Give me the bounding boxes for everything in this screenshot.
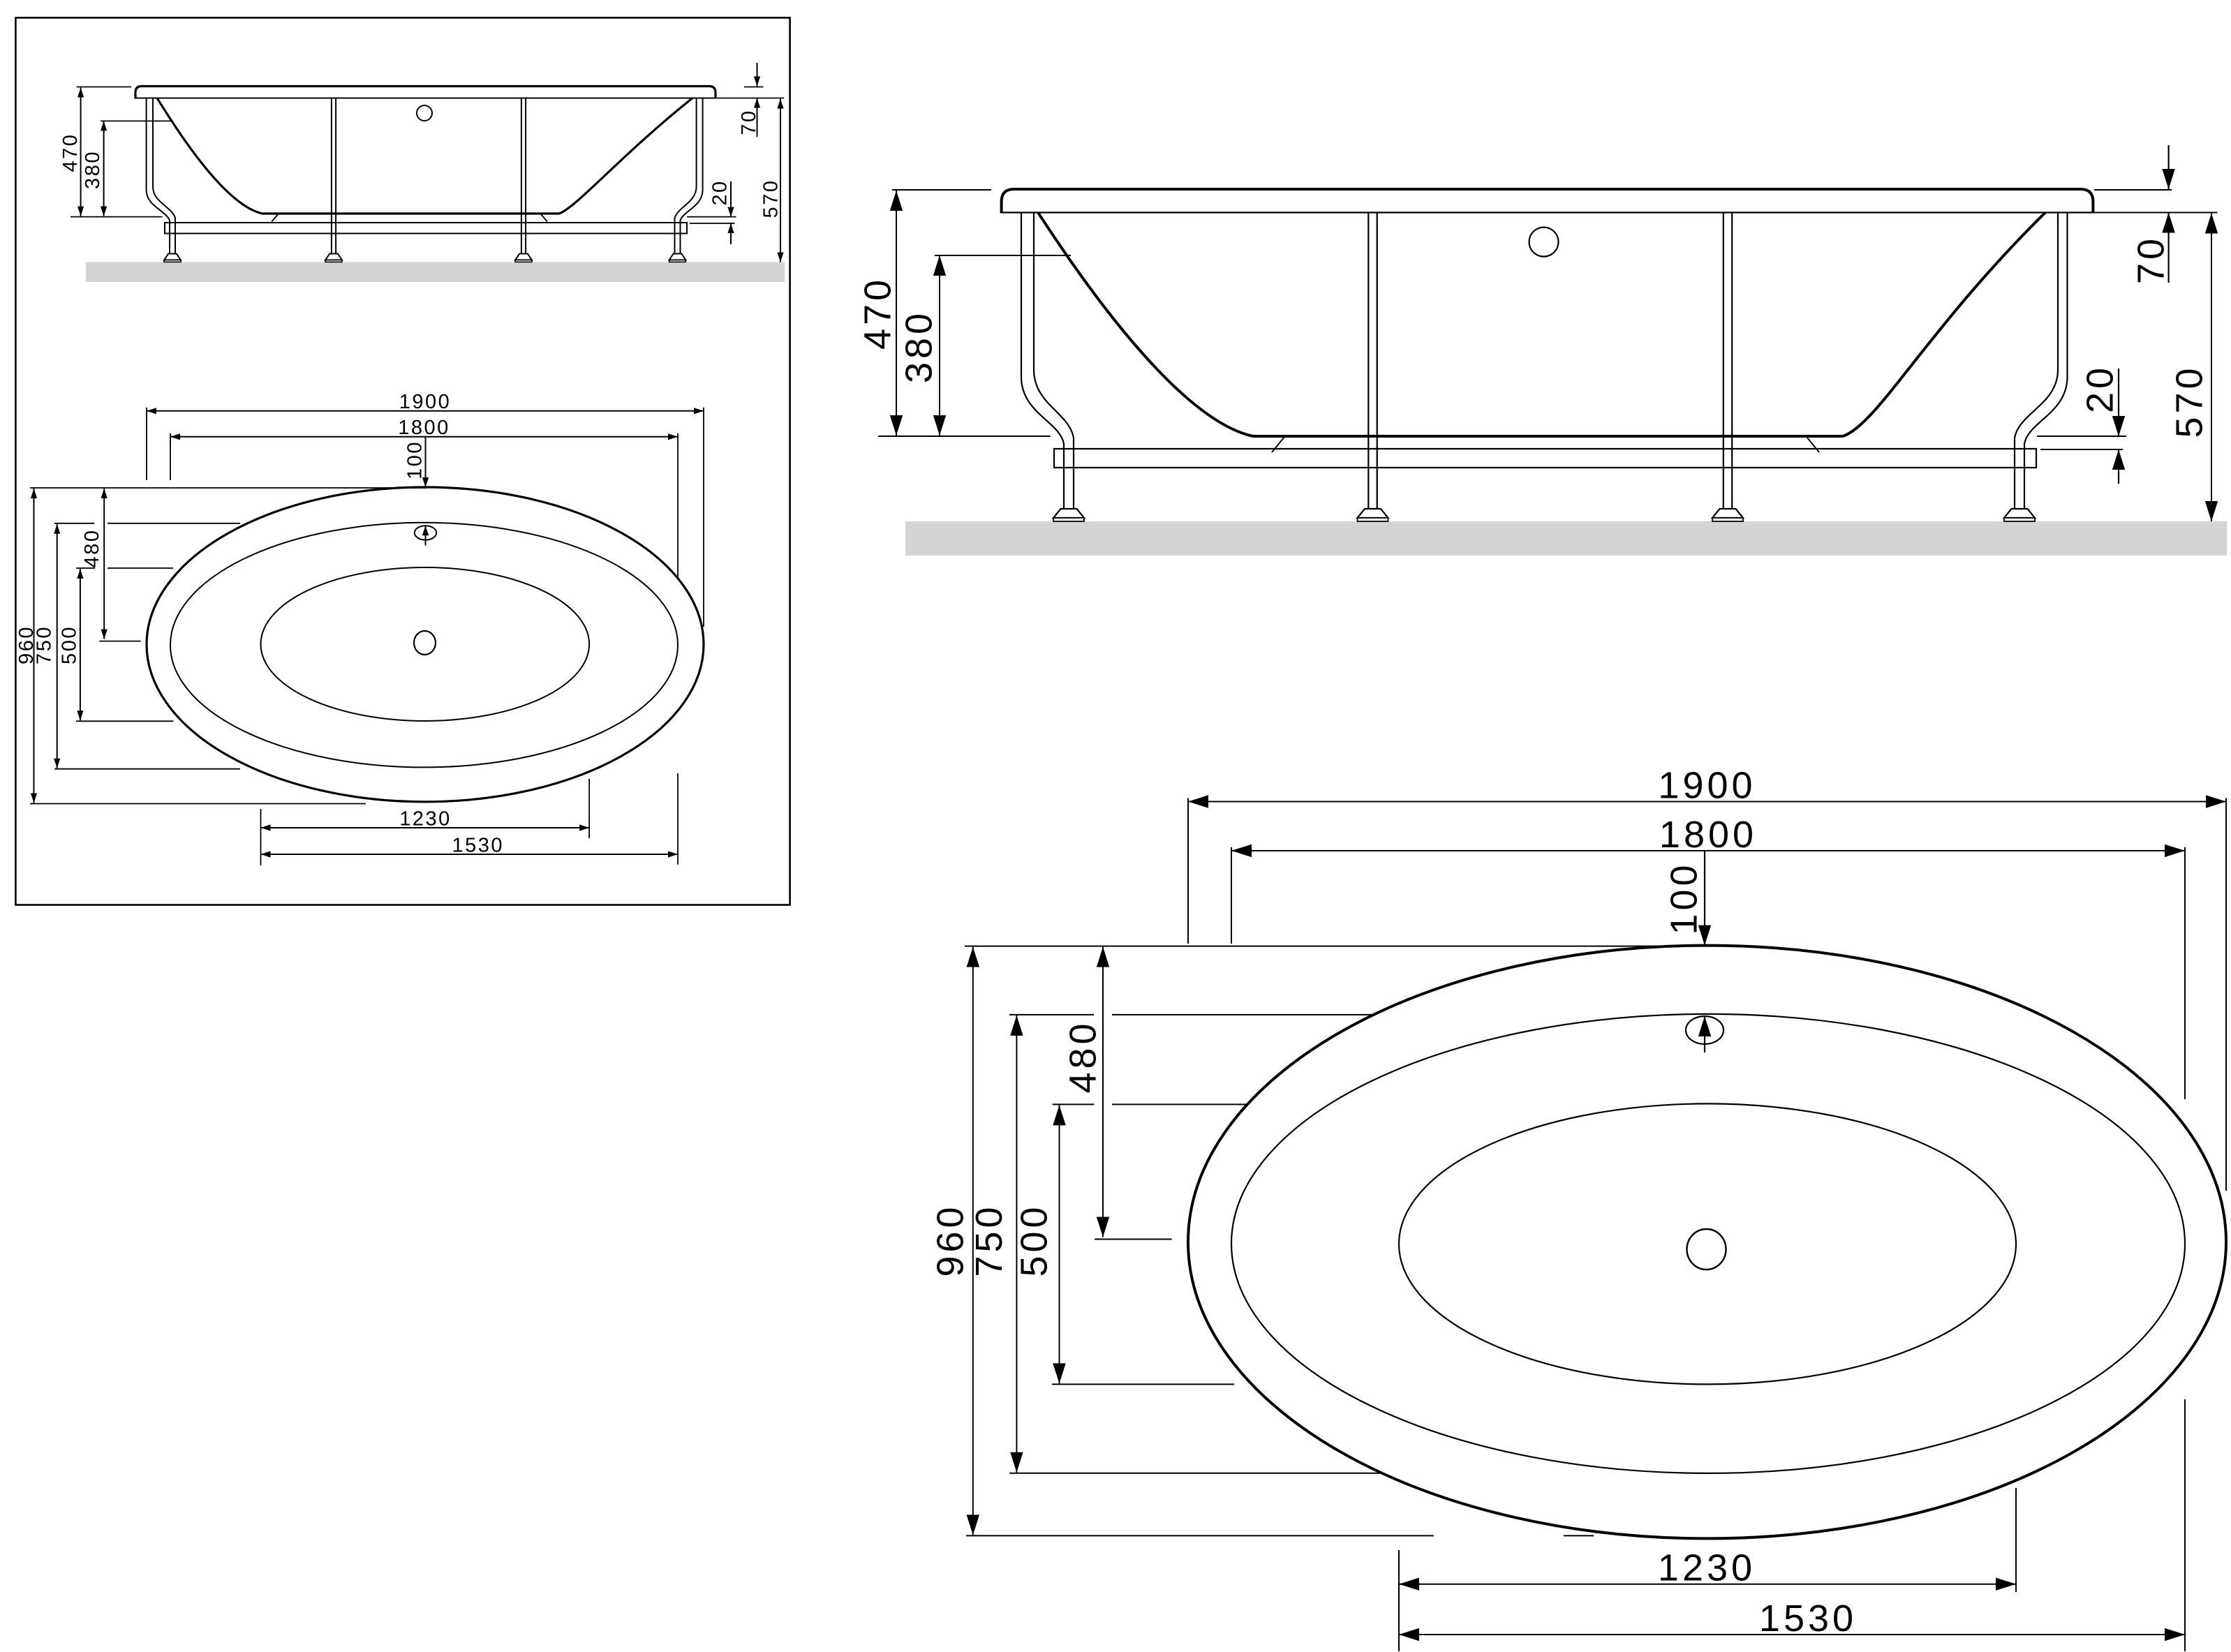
svg-text:750: 750 (33, 625, 55, 664)
svg-text:480: 480 (81, 529, 103, 568)
svg-text:750: 750 (968, 1203, 1010, 1277)
svg-text:960: 960 (929, 1203, 971, 1277)
svg-text:100: 100 (1663, 861, 1705, 935)
svg-text:570: 570 (759, 179, 782, 218)
svg-text:1230: 1230 (1658, 1547, 1756, 1589)
svg-text:500: 500 (58, 625, 80, 664)
svg-text:100: 100 (403, 440, 426, 479)
svg-text:1900: 1900 (399, 391, 452, 413)
svg-text:380: 380 (82, 150, 104, 189)
svg-text:70: 70 (2130, 235, 2172, 284)
svg-text:1530: 1530 (1759, 1598, 1857, 1639)
svg-text:1900: 1900 (1658, 764, 1756, 806)
svg-text:1800: 1800 (1659, 814, 1757, 856)
svg-text:470: 470 (59, 133, 82, 172)
svg-text:1230: 1230 (399, 808, 452, 830)
svg-text:20: 20 (2079, 364, 2121, 413)
svg-text:20: 20 (709, 179, 731, 205)
svg-text:500: 500 (1013, 1203, 1055, 1277)
svg-text:480: 480 (1062, 1020, 1104, 1093)
svg-text:1530: 1530 (452, 834, 504, 856)
svg-text:70: 70 (738, 109, 760, 135)
svg-text:470: 470 (857, 276, 898, 350)
svg-text:380: 380 (898, 310, 940, 383)
svg-text:570: 570 (2168, 364, 2210, 438)
svg-text:1800: 1800 (398, 417, 450, 439)
svg-text:960: 960 (15, 625, 38, 664)
